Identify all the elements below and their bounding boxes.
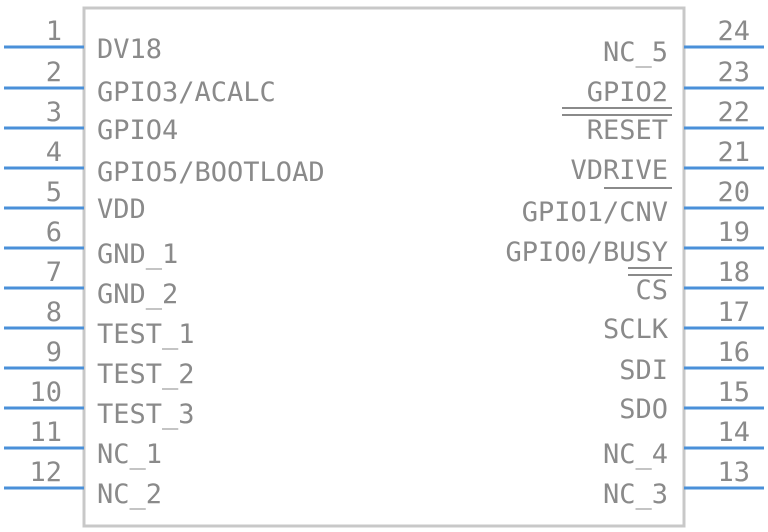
pin-label: NC_5 — [603, 37, 668, 68]
pin-label: GND_1 — [97, 239, 178, 270]
pin-label: GPIO5/BOOTLOAD — [97, 157, 325, 188]
pin-label: TEST_1 — [97, 319, 195, 350]
pin-label: TEST_3 — [97, 399, 195, 430]
pin-label: VDD — [97, 194, 146, 225]
component-body — [82, 6, 686, 528]
pin-label: RESET — [587, 115, 668, 146]
pin-number: 4 — [46, 137, 62, 168]
pin-number: 8 — [46, 297, 62, 328]
pin-number: 14 — [717, 417, 750, 448]
pin-number: 16 — [717, 337, 750, 368]
pin-label: GPIO1/CNV — [522, 197, 668, 228]
pin-number: 9 — [46, 337, 62, 368]
pin-number: 18 — [717, 257, 750, 288]
pin-label: NC_3 — [603, 479, 668, 510]
pin-number: 10 — [29, 377, 62, 408]
pin-number: 20 — [717, 177, 750, 208]
pin-label: SDI — [619, 355, 668, 386]
pin-number: 21 — [717, 137, 750, 168]
pin-number: 19 — [717, 217, 750, 248]
pin-label: NC_1 — [97, 439, 162, 470]
pin-number: 15 — [717, 377, 750, 408]
pin-number: 7 — [46, 257, 62, 288]
pin-label: VDRIVE — [570, 155, 668, 186]
pin-label: SCLK — [603, 314, 669, 345]
pin-number: 5 — [46, 177, 62, 208]
pin-number: 22 — [717, 97, 750, 128]
pin-label: TEST_2 — [97, 359, 195, 390]
pin-label: NC_2 — [97, 479, 162, 510]
pin-number: 13 — [717, 457, 750, 488]
pin-label: GPIO0/BUSY — [505, 237, 668, 268]
pin-number: 11 — [29, 417, 62, 448]
pin-label: GPIO3/ACALC — [97, 77, 276, 108]
pin-label: GPIO2 — [587, 77, 668, 108]
pin-number: 23 — [717, 57, 750, 88]
pin-number: 12 — [29, 457, 62, 488]
pin-number: 24 — [717, 16, 750, 47]
overbars — [562, 107, 672, 276]
left-pins: 1DV182GPIO3/ACALC3GPIO44GPIO5/BOOTLOAD5V… — [4, 16, 325, 510]
pin-label: DV18 — [97, 34, 162, 65]
right-pins: 24NC_523GPIO222RESET21VDRIVE20GPIO1/CNV1… — [505, 16, 764, 510]
pin-number: 1 — [46, 16, 62, 47]
pin-number: 6 — [46, 217, 62, 248]
pin-label: SDO — [619, 394, 668, 425]
pin-label: NC_4 — [603, 439, 668, 470]
pin-label: CS — [635, 275, 668, 306]
pin-label: GPIO4 — [97, 115, 178, 146]
pin-number: 17 — [717, 297, 750, 328]
pin-number: 2 — [46, 57, 62, 88]
pin-label: GND_2 — [97, 279, 178, 310]
pin-number: 3 — [46, 97, 62, 128]
